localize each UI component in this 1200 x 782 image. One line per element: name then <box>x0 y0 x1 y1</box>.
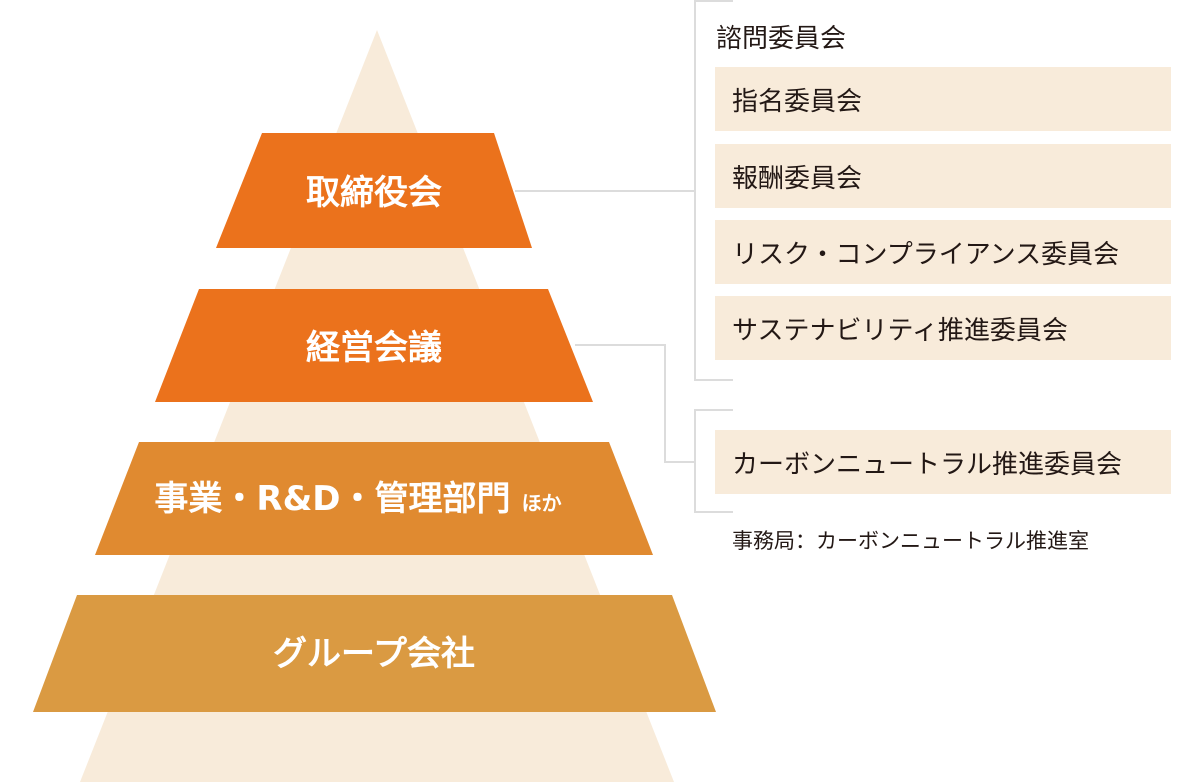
carbon-bracket <box>694 409 733 513</box>
committee-nomination: 指名委員会 <box>715 67 1171 131</box>
committee-nomination-label: 指名委員会 <box>732 86 863 117</box>
committee-risk-compliance-label: リスク・コンプライアンス委員会 <box>732 239 1120 270</box>
tier-divisions-shape <box>95 442 653 555</box>
committee-sustainability-label: サステナビリティ推進委員会 <box>732 315 1068 346</box>
tier-board: 取締役会 <box>216 133 532 248</box>
advisory-committees-heading: 諮問委員会 <box>716 24 847 54</box>
pyramid-background <box>80 30 674 782</box>
tier-management: 経営会議 <box>155 289 593 402</box>
committee-carbon-neutral: カーボンニュートラル推進委員会 <box>715 430 1171 494</box>
advisory-bracket <box>694 0 733 381</box>
committee-compensation-label: 報酬委員会 <box>732 163 863 194</box>
tier-management-label: 経営会議 <box>306 328 442 368</box>
tier-divisions-label: 事業・R&D・管理部門 ほか <box>154 479 561 519</box>
tier-divisions-main: 事業・R&D・管理部門 <box>154 479 510 519</box>
committee-risk-compliance: リスク・コンプライアンス委員会 <box>715 220 1171 284</box>
committee-compensation: 報酬委員会 <box>715 144 1171 208</box>
tier-group-companies-shape <box>33 595 716 712</box>
committee-sustainability: サステナビリティ推進委員会 <box>715 296 1171 360</box>
tier-divisions: 事業・R&D・管理部門 ほか <box>95 442 653 555</box>
tier-group-companies-label: グループ会社 <box>273 634 475 674</box>
connector-management-to-carbon <box>575 344 695 463</box>
tier-board-label: 取締役会 <box>306 173 442 213</box>
tier-divisions-suffix: ほか <box>522 491 562 515</box>
committee-carbon-neutral-label: カーボンニュートラル推進委員会 <box>732 449 1123 480</box>
tier-management-shape <box>155 289 593 402</box>
tier-board-shape <box>216 133 532 248</box>
secretariat-note: 事務局：カーボンニュートラル推進室 <box>732 529 1089 553</box>
tier-group-companies: グループ会社 <box>33 595 716 712</box>
